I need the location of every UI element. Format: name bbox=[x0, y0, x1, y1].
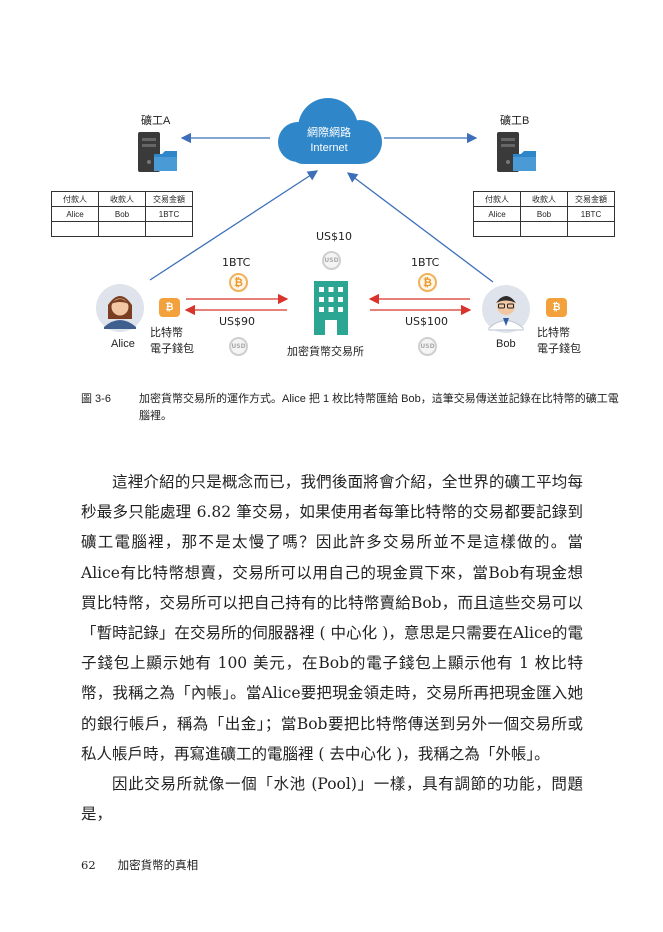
ledger-b-row bbox=[473, 221, 615, 237]
internet-label-en: Internet bbox=[310, 142, 348, 154]
exchange-label: 加密貨幣交易所 bbox=[287, 345, 364, 358]
left-usd-coin-icon: USD bbox=[229, 337, 248, 356]
book-title: 加密貨幣的真相 bbox=[117, 858, 199, 872]
right-bitcoin-coin-icon: ₿ bbox=[418, 273, 437, 292]
bob-name-label: Bob bbox=[496, 338, 516, 350]
alice-wallet-label: 比特幣 電子錢包 bbox=[150, 325, 194, 357]
paragraph: 因此交易所就像一個「水池 (Pool)」一樣，具有調節的功能，問題是， bbox=[81, 775, 583, 824]
ledger-b-cell bbox=[567, 221, 615, 237]
right-usd-coin-icon: USD bbox=[418, 337, 437, 356]
ledger-a-cell bbox=[51, 221, 99, 237]
internet-cloud-icon bbox=[278, 98, 382, 164]
miner-a-computer-icon bbox=[138, 132, 177, 172]
miner-a-label: 礦工A bbox=[141, 115, 171, 127]
bob-bitcoin-wallet-icon: ₿ bbox=[546, 298, 567, 317]
internet-cloud-label: 網際網路 Internet bbox=[268, 126, 390, 156]
figure-number: 圖 3-6 bbox=[81, 393, 111, 405]
ledger-b-row: Alice Bob 1BTC bbox=[473, 206, 615, 222]
miner-a-ledger-table: 付款人 收款人 交易金額 Alice Bob 1BTC bbox=[51, 191, 193, 237]
left-btc-amount-label: 1BTC bbox=[222, 256, 251, 269]
ledger-b-cell bbox=[520, 221, 568, 237]
ledger-a-header-payer: 付款人 bbox=[51, 191, 99, 207]
bob-avatar-icon bbox=[482, 285, 530, 333]
ledger-a-header-payee: 收款人 bbox=[98, 191, 146, 207]
ledger-a-cell bbox=[98, 221, 146, 237]
alice-wallet-label-line2: 電子錢包 bbox=[150, 342, 194, 355]
ledger-a-cell bbox=[145, 221, 193, 237]
ledger-b-cell: Alice bbox=[473, 206, 521, 222]
alice-wallet-label-line1: 比特幣 bbox=[150, 326, 183, 339]
miner-b-computer-icon bbox=[497, 132, 536, 172]
miner-b-label: 礦工B bbox=[500, 115, 530, 127]
ledger-a-cell: Alice bbox=[51, 206, 99, 222]
figure-caption-text: 加密貨幣交易所的運作方式。Alice 把 1 枚比特幣匯給 Bob，這筆交易傳送… bbox=[139, 393, 619, 422]
bob-wallet-label: 比特幣 電子錢包 bbox=[537, 325, 581, 357]
ledger-b-header-payer: 付款人 bbox=[473, 191, 521, 207]
right-btc-amount-label: 1BTC bbox=[411, 256, 440, 269]
ledger-a-cell: Bob bbox=[98, 206, 146, 222]
ledger-b-cell bbox=[473, 221, 521, 237]
left-usd-amount-label: US$90 bbox=[219, 315, 256, 328]
paragraph: 這裡介紹的只是概念而已，我們後面將會介紹，全世界的礦工平均每秒最多只能處理 6.… bbox=[81, 473, 583, 763]
exchange-price-label: US$10 bbox=[316, 230, 353, 243]
internet-label-zh: 網際網路 bbox=[307, 127, 351, 139]
ledger-a-row bbox=[51, 221, 193, 237]
exchange-usd-coin-icon: USD bbox=[322, 251, 341, 270]
ledger-b-header-row: 付款人 收款人 交易金額 bbox=[473, 191, 615, 207]
ledger-b-cell: Bob bbox=[520, 206, 568, 222]
alice-to-internet-arrow bbox=[149, 170, 319, 281]
page-number: 62 bbox=[81, 858, 96, 872]
bob-to-internet-arrow bbox=[346, 172, 494, 283]
right-usd-amount-label: US$100 bbox=[405, 315, 449, 328]
ledger-b-cell: 1BTC bbox=[567, 206, 615, 222]
exchange-building-icon bbox=[314, 281, 348, 335]
ledger-b-header-amount: 交易金額 bbox=[567, 191, 615, 207]
body-text: 這裡介紹的只是概念而已，我們後面將會介紹，全世界的礦工平均每秒最多只能處理 6.… bbox=[81, 467, 583, 829]
ledger-a-header-row: 付款人 收款人 交易金額 bbox=[51, 191, 193, 207]
ledger-a-row: Alice Bob 1BTC bbox=[51, 206, 193, 222]
bob-wallet-label-line1: 比特幣 bbox=[537, 326, 570, 339]
page-footer: 62 加密貨幣的真相 bbox=[81, 857, 198, 873]
arrows-layer bbox=[149, 132, 494, 316]
alice-name-label: Alice bbox=[111, 338, 135, 350]
miner-b-ledger-table: 付款人 收款人 交易金額 Alice Bob 1BTC bbox=[473, 191, 615, 237]
bob-wallet-label-line2: 電子錢包 bbox=[537, 342, 581, 355]
ledger-a-header-amount: 交易金額 bbox=[145, 191, 193, 207]
ledger-a-cell: 1BTC bbox=[145, 206, 193, 222]
left-bitcoin-coin-icon: ₿ bbox=[229, 273, 248, 292]
alice-avatar-icon bbox=[96, 284, 144, 332]
figure-caption: 圖 3-6 加密貨幣交易所的運作方式。Alice 把 1 枚比特幣匯給 Bob，… bbox=[81, 391, 621, 425]
alice-bitcoin-wallet-icon: ₿ bbox=[159, 298, 180, 317]
ledger-b-header-payee: 收款人 bbox=[520, 191, 568, 207]
